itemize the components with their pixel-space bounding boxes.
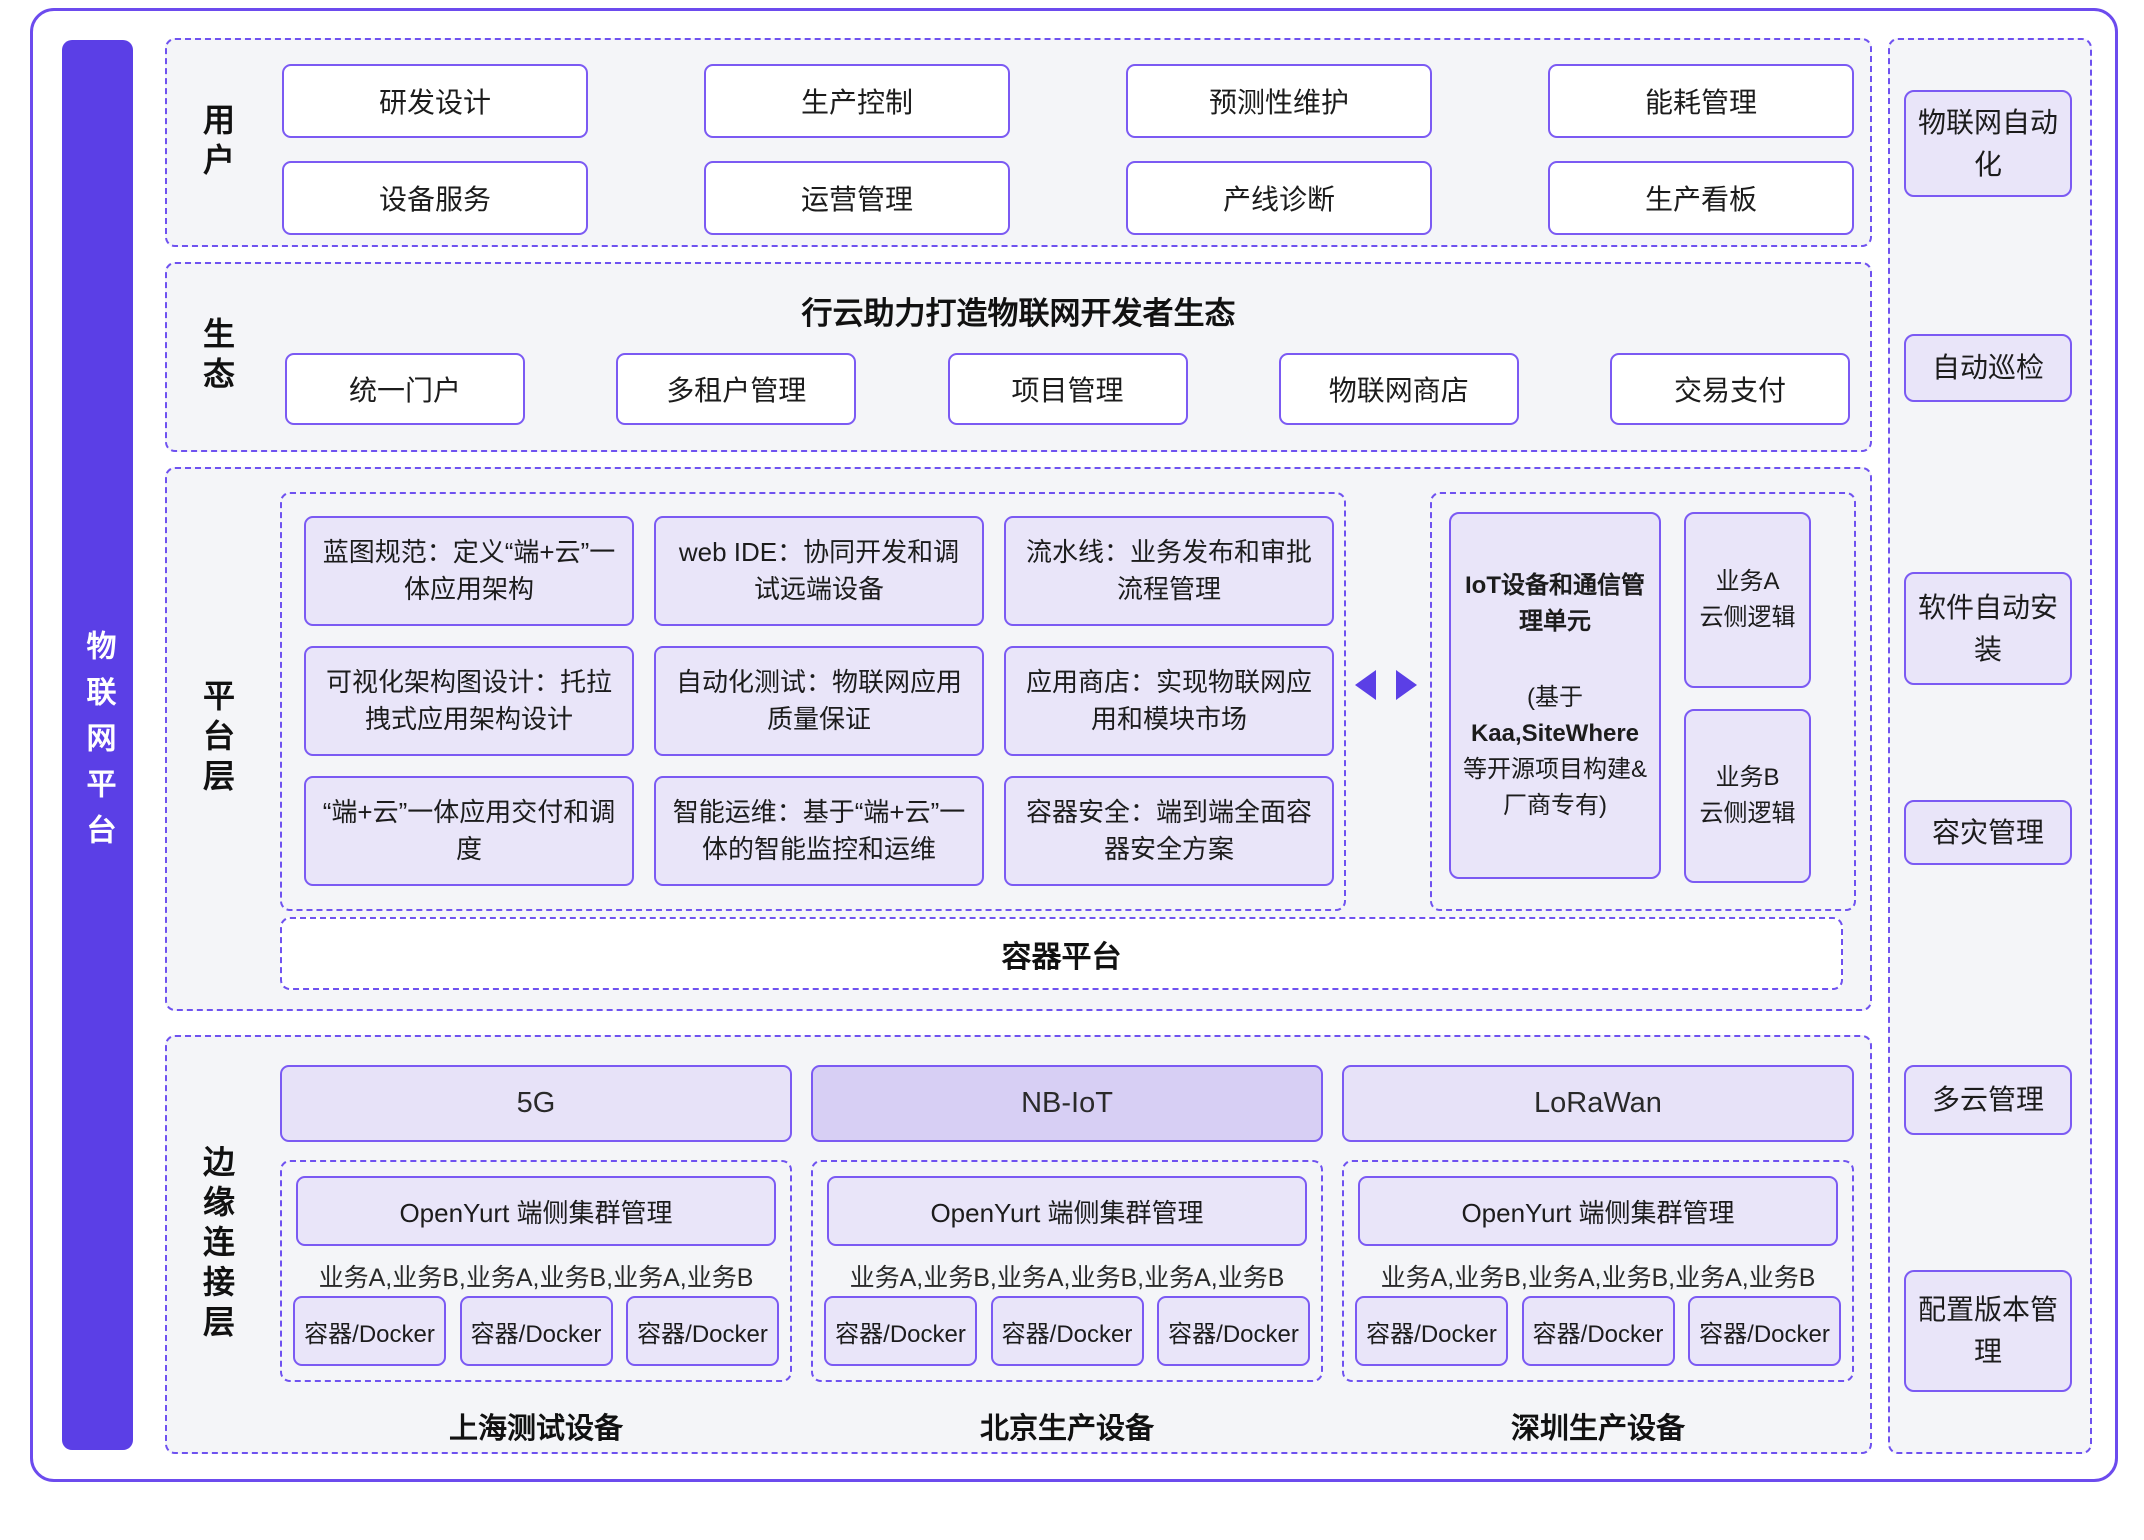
openyurt-box: OpenYurt 端侧集群管理 xyxy=(296,1176,776,1246)
capability-app-store: 应用商店：实现物联网应用和模块市场 xyxy=(1004,646,1334,756)
platform-capabilities-group: 蓝图规范：定义“端+云”一体应用架构 web IDE：协同开发和调试远端设备 流… xyxy=(280,492,1346,911)
device-label-shanghai: 上海测试设备 xyxy=(448,1413,623,1445)
capability-container-security: 容器安全：端到端全面容器安全方案 xyxy=(1004,776,1334,886)
user-box-predictive-maintenance: 预测性维护 xyxy=(1126,64,1432,138)
bidirectional-arrows xyxy=(1355,667,1417,703)
capability-edge-cloud-delivery: “端+云”一体应用交付和调度 xyxy=(304,776,634,886)
user-box-production-kanban: 生产看板 xyxy=(1548,161,1854,235)
cluster-beijing: OpenYurt 端侧集群管理 业务A,业务B,业务A,业务B,业务A,业务B … xyxy=(811,1160,1323,1382)
service-b-line2: 云侧逻辑 xyxy=(1699,800,1796,827)
section-edge-connection-layer: 边缘连接层 5G NB-IoT LoRaWan OpenYurt 端侧集群管理 … xyxy=(165,1035,1872,1454)
service-a-line1: 业务A xyxy=(1715,568,1780,595)
user-box-energy-management: 能耗管理 xyxy=(1548,64,1854,138)
docker-box: 容器/Docker xyxy=(1157,1296,1310,1366)
capability-automated-testing: 自动化测试：物联网应用质量保证 xyxy=(654,646,984,756)
device-labels-row: 上海测试设备 北京生产设备 深圳生产设备 xyxy=(280,1405,1854,1447)
docker-box: 容器/Docker xyxy=(824,1296,977,1366)
platform-sidebar-label: 物联网平台 xyxy=(81,630,115,860)
docker-row: 容器/Docker 容器/Docker 容器/Docker xyxy=(824,1296,1310,1366)
docker-box: 容器/Docker xyxy=(1521,1296,1675,1366)
eco-box-unified-portal: 统一门户 xyxy=(285,353,525,425)
iot-note-open: (基于 xyxy=(1527,683,1583,711)
network-row: 5G NB-IoT LoRaWan xyxy=(280,1065,1854,1142)
network-lorawan-box: LoRaWan xyxy=(1342,1065,1854,1142)
ecosystem-row: 统一门户 多租户管理 项目管理 物联网商店 交易支付 xyxy=(285,353,1850,425)
service-b-cloud-logic-box: 业务B 云侧逻辑 xyxy=(1684,709,1811,883)
network-5g-box: 5G xyxy=(280,1065,792,1142)
section-ecosystem-label: 生态 xyxy=(199,317,235,397)
eco-box-payment: 交易支付 xyxy=(1610,353,1850,425)
user-box-line-diagnosis: 产线诊断 xyxy=(1126,161,1432,235)
iot-note-rest: 等开源项目构建&厂商专有) xyxy=(1462,755,1647,819)
eco-box-multitenant: 多租户管理 xyxy=(616,353,857,425)
container-platform-box: 容器平台 xyxy=(280,917,1843,990)
service-a-line2: 云侧逻辑 xyxy=(1699,604,1796,631)
right-item-iot-automation: 物联网自动化 xyxy=(1904,90,2072,197)
user-box-device-service: 设备服务 xyxy=(282,161,588,235)
services-line: 业务A,业务B,业务A,业务B,业务A,业务B xyxy=(318,1264,754,1292)
user-grid: 研发设计 生产控制 预测性维护 能耗管理 设备服务 运营管理 产线诊断 生产看板 xyxy=(282,64,1854,235)
openyurt-box: OpenYurt 端侧集群管理 xyxy=(1358,1176,1838,1246)
service-b-line1: 业务B xyxy=(1715,764,1780,791)
capability-visual-architecture: 可视化架构图设计：托拉拽式应用架构设计 xyxy=(304,646,634,756)
ecosystem-title: 行云助力打造物联网开发者生态 xyxy=(801,296,1236,331)
iot-unit-box: IoT设备和通信管理单元 (基于 Kaa,SiteWhere 等开源项目构建&厂商专… xyxy=(1449,512,1661,879)
eco-box-project-management: 项目管理 xyxy=(947,353,1188,425)
openyurt-box: OpenYurt 端侧集群管理 xyxy=(827,1176,1307,1246)
left-arrow-icon xyxy=(1355,670,1376,700)
device-label-beijing: 北京生产设备 xyxy=(979,1413,1154,1445)
service-a-cloud-logic-box: 业务A 云侧逻辑 xyxy=(1684,512,1811,688)
capability-blueprint: 蓝图规范：定义“端+云”一体应用架构 xyxy=(304,516,634,626)
eco-box-iot-store: 物联网商店 xyxy=(1278,353,1519,425)
section-right-panel: 物联网自动化 自动巡检 软件自动安装 容灾管理 多云管理 配置版本管理 xyxy=(1888,38,2092,1454)
iot-unit-title: IoT设备和通信管理单元 xyxy=(1465,571,1645,635)
network-nbiot-box: NB-IoT xyxy=(811,1065,1323,1142)
section-platform-label: 平台层 xyxy=(199,679,235,799)
section-ecosystem: 生态 行云助力打造物联网开发者生态 统一门户 多租户管理 项目管理 物联网商店 … xyxy=(165,262,1872,452)
docker-row: 容器/Docker 容器/Docker 容器/Docker xyxy=(293,1296,779,1366)
right-item-disaster-recovery: 容灾管理 xyxy=(1904,800,2072,865)
cluster-shenzhen: OpenYurt 端侧集群管理 业务A,业务B,业务A,业务B,业务A,业务B … xyxy=(1342,1160,1854,1382)
section-user-label: 用户 xyxy=(199,102,235,183)
docker-box: 容器/Docker xyxy=(293,1296,446,1366)
docker-box: 容器/Docker xyxy=(990,1296,1144,1366)
device-label-shenzhen: 深圳生产设备 xyxy=(1510,1413,1685,1445)
platform-sidebar: 物联网平台 xyxy=(62,40,133,1450)
capability-web-ide: web IDE：协同开发和调试远端设备 xyxy=(654,516,984,626)
services-line: 业务A,业务B,业务A,业务B,业务A,业务B xyxy=(849,1264,1285,1292)
docker-box: 容器/Docker xyxy=(1688,1296,1841,1366)
docker-box: 容器/Docker xyxy=(626,1296,779,1366)
cluster-row: OpenYurt 端侧集群管理 业务A,业务B,业务A,业务B,业务A,业务B … xyxy=(280,1160,1854,1382)
user-box-rd-design: 研发设计 xyxy=(282,64,588,138)
capability-intelligent-ops: 智能运维：基于“端+云”一体的智能监控和运维 xyxy=(654,776,984,886)
user-box-production-control: 生产控制 xyxy=(704,64,1010,138)
iot-note-bold: Kaa,SiteWhere xyxy=(1470,719,1640,747)
docker-row: 容器/Docker 容器/Docker 容器/Docker xyxy=(1355,1296,1841,1366)
cluster-shanghai: OpenYurt 端侧集群管理 业务A,业务B,业务A,业务B,业务A,业务B … xyxy=(280,1160,792,1382)
iot-unit-group: IoT设备和通信管理单元 (基于 Kaa,SiteWhere 等开源项目构建&厂商专… xyxy=(1430,492,1856,911)
right-arrow-icon xyxy=(1396,670,1417,700)
docker-box: 容器/Docker xyxy=(1355,1296,1508,1366)
right-item-multicloud-management: 多云管理 xyxy=(1904,1065,2072,1135)
section-user: 用户 研发设计 生产控制 预测性维护 能耗管理 设备服务 运营管理 产线诊断 生… xyxy=(165,38,1872,247)
iot-unit-note: (基于 Kaa,SiteWhere 等开源项目构建&厂商专有) xyxy=(1459,680,1651,824)
platform-capabilities-grid: 蓝图规范：定义“端+云”一体应用架构 web IDE：协同开发和调试远端设备 流… xyxy=(304,516,1334,886)
docker-box: 容器/Docker xyxy=(459,1296,613,1366)
right-item-auto-inspection: 自动巡检 xyxy=(1904,334,2072,402)
right-item-config-version-management: 配置版本管理 xyxy=(1904,1270,2072,1392)
user-box-operations-management: 运营管理 xyxy=(704,161,1010,235)
services-line: 业务A,业务B,业务A,业务B,业务A,业务B xyxy=(1380,1264,1816,1292)
capability-pipeline: 流水线：业务发布和审批流程管理 xyxy=(1004,516,1334,626)
section-edge-label: 边缘连接层 xyxy=(199,1144,235,1345)
right-item-software-auto-install: 软件自动安装 xyxy=(1904,572,2072,685)
section-platform-layer: 平台层 蓝图规范：定义“端+云”一体应用架构 web IDE：协同开发和调试远端… xyxy=(165,467,1872,1011)
